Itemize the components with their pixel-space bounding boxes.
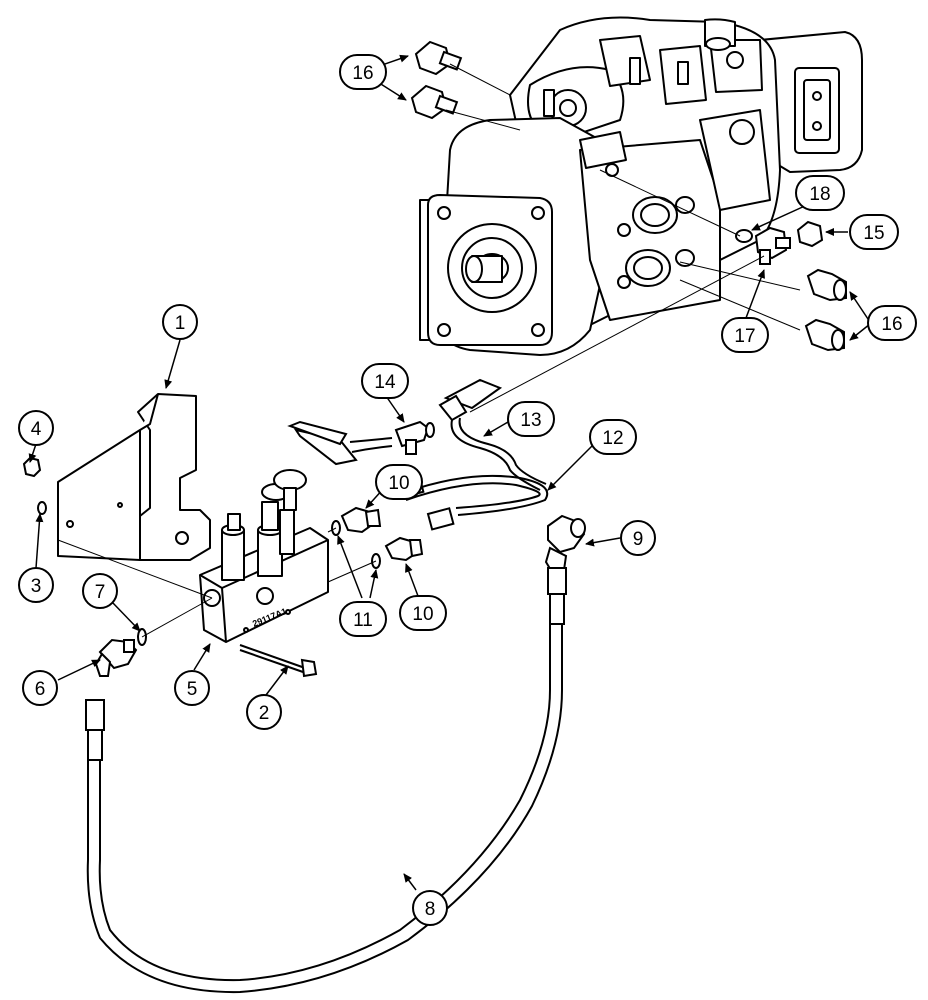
callout-11: 11 — [339, 601, 387, 637]
fitting-16-upper-pair — [410, 40, 463, 120]
svg-text:17: 17 — [734, 326, 755, 347]
right-fittings — [735, 220, 847, 352]
svg-text:12: 12 — [602, 428, 623, 449]
callout-1: 1 — [162, 304, 198, 340]
callout-18: 18 — [795, 175, 845, 211]
callout-3: 3 — [18, 567, 54, 603]
svg-text:18: 18 — [809, 184, 830, 205]
svg-text:10: 10 — [388, 473, 409, 494]
callout-4: 4 — [18, 410, 54, 446]
hoses-12-13 — [287, 378, 549, 531]
mounting-bracket — [57, 393, 211, 561]
svg-text:14: 14 — [374, 372, 396, 393]
callouts: 1 2 3 4 5 6 7 8 — [18, 54, 917, 926]
svg-text:15: 15 — [863, 223, 884, 244]
callout-15: 15 — [849, 214, 899, 250]
callout-10-lower: 10 — [399, 595, 447, 631]
svg-text:9: 9 — [633, 529, 644, 550]
callout-9: 9 — [620, 520, 656, 556]
bolt — [239, 644, 318, 678]
callout-8: 8 — [412, 890, 448, 926]
callout-10-upper: 10 — [375, 464, 423, 500]
svg-text:6: 6 — [35, 679, 46, 700]
hydraulic-pump — [419, 16, 863, 356]
svg-text:3: 3 — [31, 576, 42, 597]
hose-assembly-8 — [85, 567, 567, 994]
callout-6: 6 — [22, 670, 58, 706]
svg-text:10: 10 — [412, 604, 433, 625]
tee-fitting-14 — [394, 420, 435, 455]
elbow-fitting-9 — [544, 514, 586, 574]
valve-block — [199, 469, 329, 643]
callout-17: 17 — [721, 317, 769, 353]
callout-2: 2 — [246, 694, 282, 730]
svg-text:2: 2 — [259, 703, 270, 724]
callout-16-lower: 16 — [867, 305, 917, 341]
nut-and-washer — [22, 456, 47, 515]
svg-text:13: 13 — [520, 410, 541, 431]
callout-14: 14 — [361, 363, 409, 399]
svg-text:7: 7 — [95, 582, 106, 603]
svg-text:8: 8 — [425, 899, 436, 920]
callout-5: 5 — [174, 670, 210, 706]
svg-text:1: 1 — [175, 313, 186, 334]
svg-text:4: 4 — [31, 419, 42, 440]
svg-text:5: 5 — [187, 679, 198, 700]
svg-text:16: 16 — [881, 314, 902, 335]
callout-12: 12 — [589, 419, 637, 455]
adapter-fittings-10 — [331, 506, 424, 569]
callout-7: 7 — [82, 573, 118, 609]
svg-text:11: 11 — [353, 610, 373, 631]
callout-13: 13 — [507, 401, 555, 437]
svg-text:16: 16 — [352, 63, 373, 84]
callout-16-upper: 16 — [339, 54, 387, 90]
elbow-fitting-6 — [94, 628, 147, 677]
